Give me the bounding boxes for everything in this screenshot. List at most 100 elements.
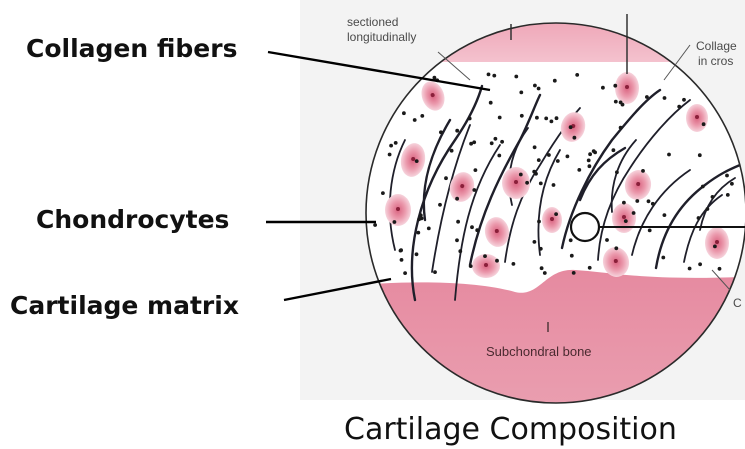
- matrix-dot: [544, 117, 548, 121]
- matrix-dot: [706, 207, 710, 211]
- matrix-dot: [713, 245, 717, 249]
- matrix-dot: [494, 137, 498, 141]
- matrix-dot: [635, 199, 639, 203]
- matrix-dot: [498, 116, 502, 120]
- matrix-dot: [393, 220, 397, 224]
- matrix-dot: [552, 183, 556, 187]
- matrix-dot: [420, 114, 424, 118]
- matrix-dot: [698, 153, 702, 157]
- chondrocyte: [385, 194, 411, 226]
- matrix-dot: [539, 182, 543, 186]
- figure-title: Cartilage Composition: [344, 412, 677, 447]
- matrix-dot: [588, 152, 592, 156]
- matrix-dot: [472, 140, 476, 144]
- matrix-dot: [373, 223, 377, 227]
- matrix-dot: [588, 164, 592, 168]
- matrix-dot: [725, 174, 729, 178]
- matrix-dot: [537, 220, 541, 224]
- matrix-dot: [645, 95, 649, 99]
- matrix-dot: [419, 213, 423, 217]
- matrix-dot: [413, 118, 417, 122]
- matrix-dot: [497, 154, 501, 158]
- matrix-dot: [648, 229, 652, 233]
- matrix-dot: [458, 249, 462, 253]
- matrix-dot: [615, 170, 619, 174]
- matrix-dot: [641, 169, 645, 173]
- matrix-dot: [535, 116, 539, 120]
- matrix-dot: [711, 195, 715, 199]
- matrix-dot: [570, 254, 574, 258]
- collagen-cross-label: Collage: [696, 39, 737, 53]
- matrix-dot: [444, 176, 448, 180]
- matrix-dot: [394, 141, 398, 145]
- cartilage-matrix-label: Cartilage matrix: [10, 291, 239, 320]
- matrix-dot: [381, 191, 385, 195]
- matrix-dot: [553, 79, 557, 83]
- matrix-dot: [543, 271, 547, 275]
- matrix-dot: [547, 153, 551, 157]
- matrix-dot: [388, 153, 392, 157]
- matrix-dot: [550, 120, 554, 124]
- matrix-dot: [539, 247, 543, 251]
- matrix-dot: [566, 155, 570, 159]
- matrix-dot: [533, 145, 537, 149]
- matrix-dot: [647, 199, 651, 203]
- matrix-dot: [415, 159, 419, 163]
- matrix-dot: [587, 159, 591, 163]
- matrix-dot: [472, 188, 476, 192]
- collagen-fibers-label: Collagen fibers: [26, 34, 237, 63]
- matrix-dot: [613, 84, 617, 88]
- matrix-dot: [450, 149, 454, 153]
- chondrocyte: [686, 104, 708, 132]
- matrix-dot: [702, 122, 706, 126]
- matrix-dot: [577, 168, 581, 172]
- matrix-dot: [475, 228, 479, 232]
- matrix-dot: [569, 125, 573, 129]
- matrix-dot: [601, 86, 605, 90]
- matrix-dot: [614, 100, 618, 104]
- matrix-dot: [470, 225, 474, 229]
- matrix-dot: [403, 271, 407, 275]
- matrix-dot: [537, 158, 541, 162]
- matrix-dot: [456, 220, 460, 224]
- matrix-dot: [677, 105, 681, 109]
- matrix-dot: [455, 129, 459, 133]
- matrix-dot: [554, 212, 558, 216]
- matrix-dot: [532, 170, 536, 174]
- matrix-dot: [575, 73, 579, 77]
- matrix-dot: [612, 148, 616, 152]
- matrix-dot: [621, 103, 625, 107]
- matrix-dot: [619, 126, 623, 130]
- matrix-dot: [651, 202, 655, 206]
- matrix-dot: [455, 197, 459, 201]
- matrix-dot: [474, 168, 478, 172]
- matrix-dot: [556, 159, 560, 163]
- in-cross-label: in cros: [698, 54, 733, 68]
- matrix-dot: [492, 74, 496, 78]
- matrix-dot: [455, 238, 459, 242]
- matrix-dot: [663, 96, 667, 100]
- matrix-dot: [469, 264, 473, 268]
- matrix-dot: [533, 240, 537, 244]
- matrix-dot: [572, 271, 576, 275]
- matrix-dot: [614, 246, 618, 250]
- matrix-dot: [555, 116, 559, 120]
- matrix-dot: [569, 238, 573, 242]
- matrix-dot: [483, 254, 487, 258]
- matrix-dot: [433, 76, 437, 80]
- matrix-dot: [726, 193, 730, 197]
- matrix-dot: [399, 249, 403, 253]
- matrix-dot: [682, 98, 686, 102]
- matrix-dot: [415, 252, 419, 256]
- matrix-dot: [400, 258, 404, 262]
- matrix-dot: [439, 130, 443, 134]
- matrix-dot: [389, 144, 393, 148]
- matrix-dot: [588, 266, 592, 270]
- matrix-dot: [661, 256, 665, 260]
- chondrocyte: [615, 72, 639, 104]
- chondrocyte: [542, 207, 562, 233]
- matrix-dot: [718, 267, 722, 271]
- matrix-dot: [701, 185, 705, 189]
- matrix-dot: [512, 262, 516, 266]
- matrix-dot: [605, 238, 609, 242]
